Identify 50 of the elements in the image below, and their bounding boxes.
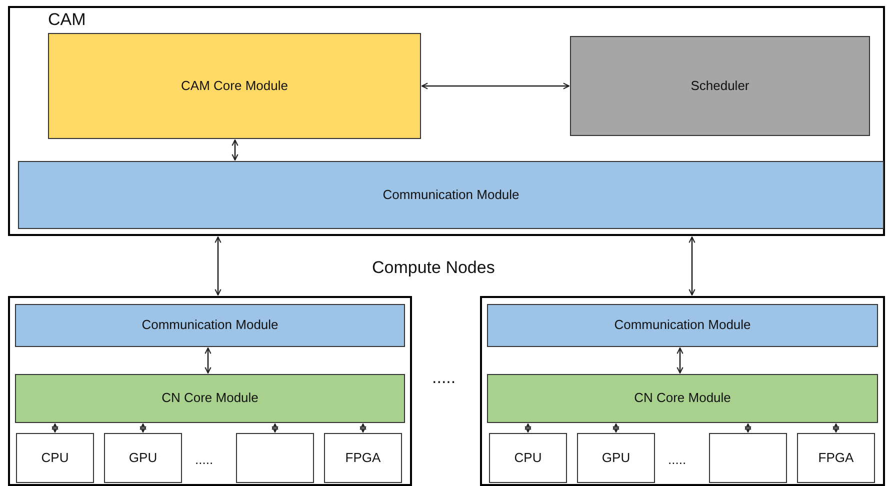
double-arrow bbox=[676, 347, 684, 374]
empty-box bbox=[236, 433, 314, 483]
container-title: CAM bbox=[48, 10, 86, 30]
double-arrow bbox=[232, 139, 238, 161]
hardware-box bbox=[324, 433, 402, 483]
module-box bbox=[487, 374, 878, 423]
module-label: CN Core Module bbox=[162, 391, 258, 406]
module-label: FPGA bbox=[818, 450, 854, 466]
module-box bbox=[487, 304, 878, 347]
double-arrow bbox=[688, 236, 696, 296]
double-arrow bbox=[524, 423, 532, 433]
hardware-box bbox=[16, 433, 94, 483]
empty-box bbox=[709, 433, 787, 483]
module-label: CN Core Module bbox=[634, 391, 731, 406]
hardware-box bbox=[489, 433, 567, 483]
empty-box bbox=[480, 296, 885, 486]
hardware-box bbox=[797, 433, 875, 483]
double-arrow bbox=[272, 423, 278, 433]
double-arrow bbox=[360, 423, 366, 433]
module-box bbox=[18, 161, 884, 229]
module-label: GPU bbox=[128, 450, 158, 466]
module-box bbox=[48, 33, 421, 139]
system-container bbox=[8, 6, 885, 236]
module-label: Communication Module bbox=[382, 188, 520, 202]
hardware-box bbox=[104, 433, 182, 483]
module-label: CAM Core Module bbox=[181, 78, 288, 94]
double-arrow bbox=[421, 82, 570, 90]
double-arrow bbox=[744, 423, 752, 433]
ellipsis-text: ..... bbox=[668, 452, 686, 467]
module-label: GPU bbox=[602, 450, 630, 466]
module-label: CPU bbox=[514, 450, 542, 466]
double-arrow bbox=[204, 347, 212, 374]
module-box bbox=[15, 304, 405, 347]
double-arrow bbox=[140, 423, 146, 433]
module-label: Communication Module bbox=[142, 318, 278, 333]
double-arrow bbox=[832, 423, 840, 433]
section-heading: Compute Nodes bbox=[372, 258, 495, 278]
module-label: Communication Module bbox=[614, 318, 751, 333]
module-label: FPGA bbox=[345, 450, 381, 466]
module-label: CPU bbox=[41, 450, 69, 466]
ellipsis-text: ..... bbox=[432, 368, 456, 388]
module-box bbox=[570, 36, 870, 136]
double-arrow bbox=[214, 236, 222, 296]
hardware-box bbox=[577, 433, 655, 483]
double-arrow bbox=[612, 423, 620, 433]
module-label: Scheduler bbox=[690, 78, 750, 94]
empty-box bbox=[8, 296, 412, 486]
module-box bbox=[15, 374, 405, 423]
ellipsis-text: ..... bbox=[195, 452, 214, 467]
double-arrow bbox=[52, 423, 58, 433]
